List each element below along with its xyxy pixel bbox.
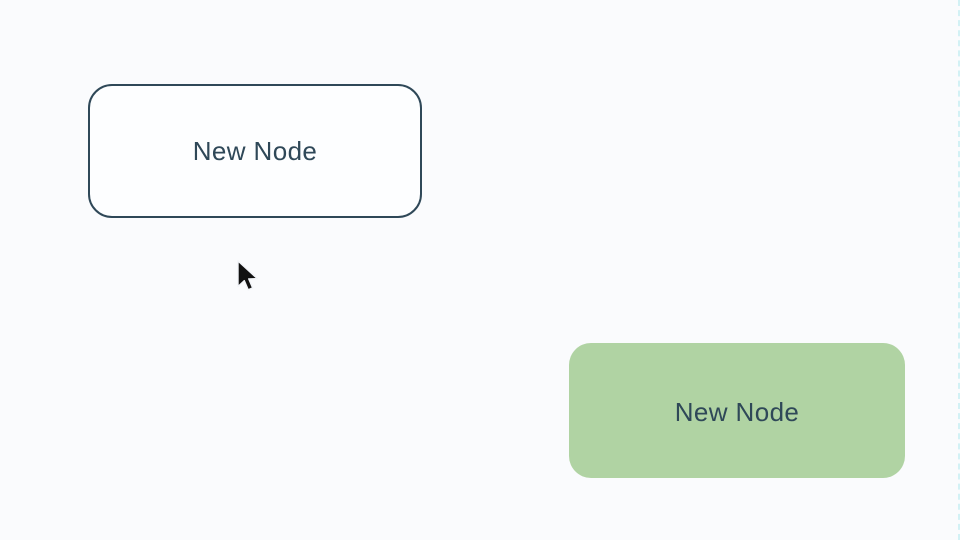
mouse-arrow-pointer-icon — [236, 260, 260, 296]
node-label: New Node — [192, 135, 318, 166]
flow-node-filled[interactable]: New Node — [569, 343, 905, 478]
flow-node-outlined[interactable]: New Node — [88, 84, 422, 218]
node-label: New Node — [674, 397, 800, 427]
